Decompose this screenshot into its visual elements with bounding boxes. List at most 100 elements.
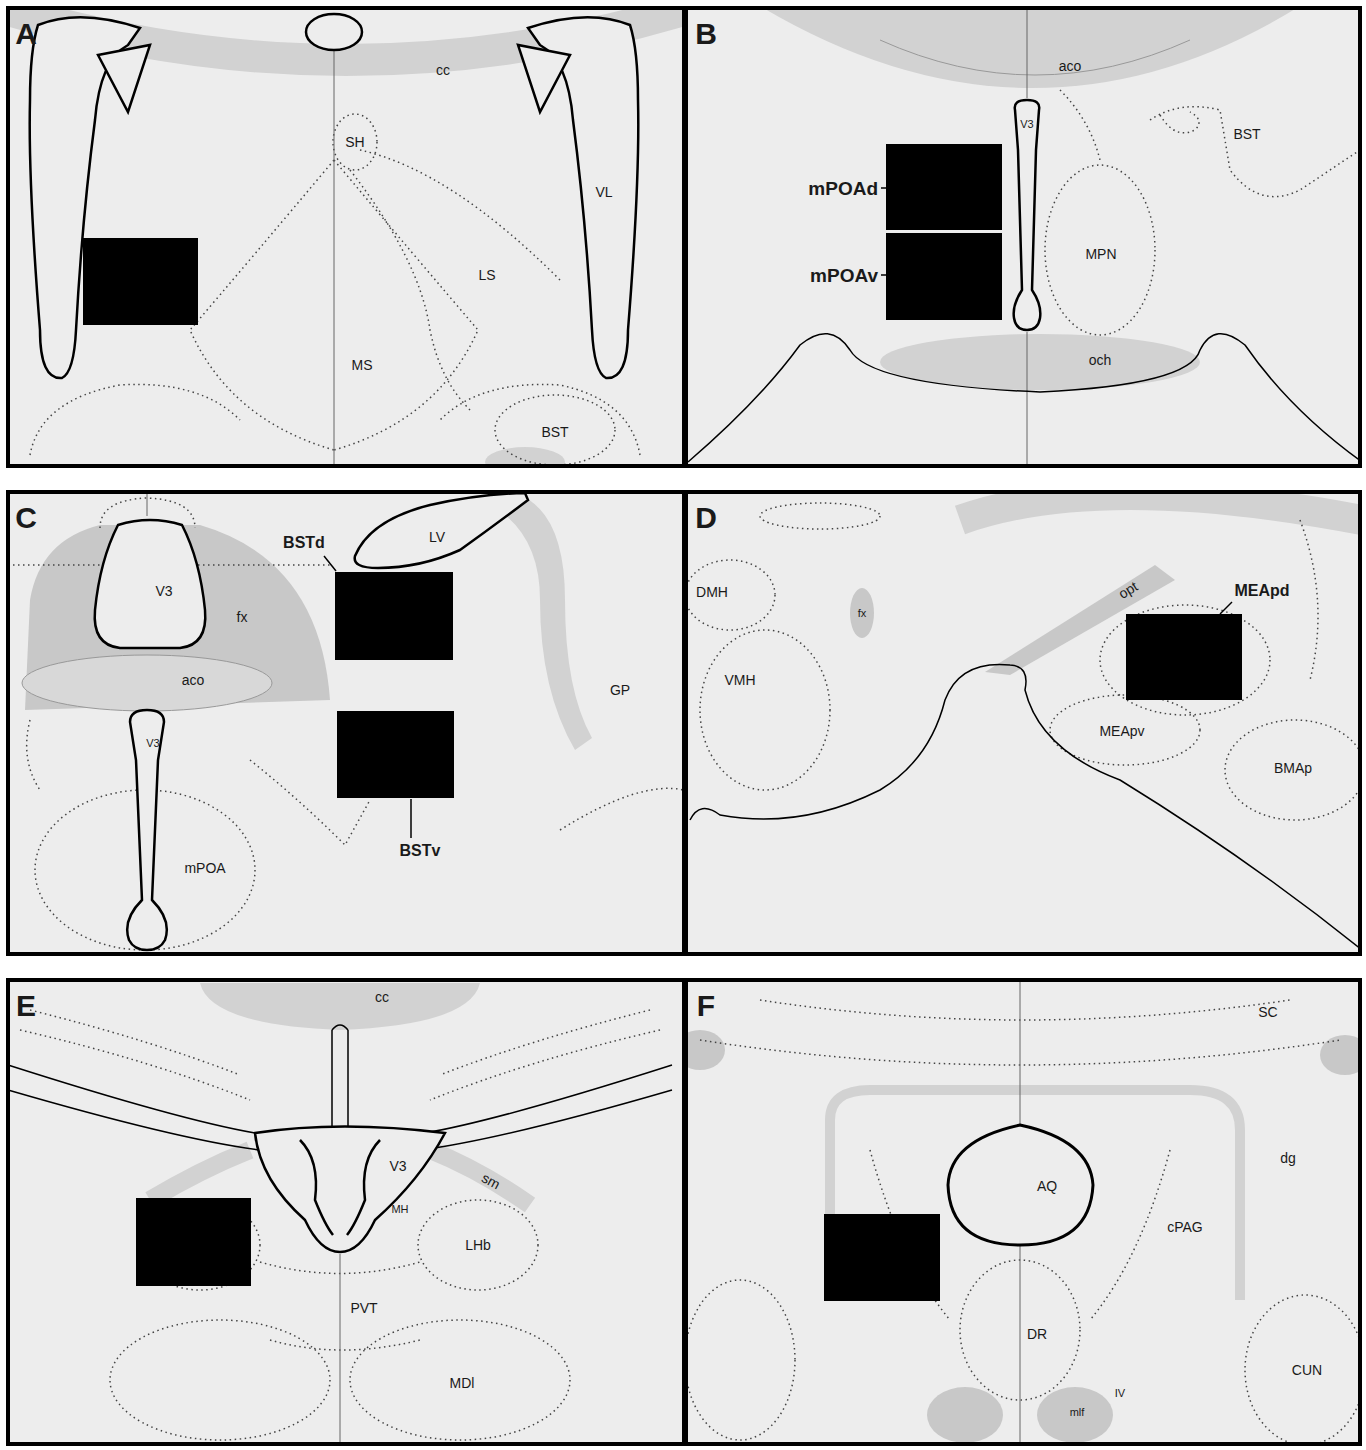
section-e bbox=[150, 1150, 250, 1200]
label-anchor: mPOAv bbox=[810, 266, 878, 285]
section-a bbox=[30, 384, 240, 455]
label-anchor: E bbox=[16, 991, 36, 1021]
section-f bbox=[760, 1000, 1290, 1020]
label-anchor: LHb bbox=[465, 1238, 491, 1252]
region-label: GP bbox=[610, 682, 630, 698]
ventricle-outline bbox=[30, 14, 639, 378]
leader-line bbox=[324, 556, 411, 838]
label-anchor: BST bbox=[541, 425, 568, 439]
atlas-panel: DDMHfxoptMEApdVMHMEApvBMAp bbox=[684, 490, 1362, 956]
section-a bbox=[8, 10, 684, 468]
label-anchor: cc bbox=[436, 63, 450, 77]
callout-label: MEApd bbox=[1234, 582, 1289, 599]
section-b bbox=[886, 144, 1002, 230]
label-anchor: A bbox=[15, 19, 37, 49]
section-c bbox=[22, 655, 272, 711]
leader-line bbox=[881, 188, 886, 275]
fiber-tract bbox=[22, 493, 592, 750]
label-anchor: LS bbox=[478, 268, 495, 282]
section-d bbox=[685, 560, 775, 630]
section-f bbox=[1090, 1150, 1170, 1320]
section-e bbox=[8, 1065, 255, 1133]
label-anchor: VL bbox=[595, 185, 612, 199]
section-c bbox=[324, 556, 336, 571]
label-anchor: sm bbox=[479, 1170, 502, 1191]
region-label: DR bbox=[1027, 1326, 1047, 1342]
region-label: LHb bbox=[465, 1237, 491, 1253]
label-anchor: PVT bbox=[350, 1301, 377, 1315]
label-anchor: MPN bbox=[1085, 247, 1116, 261]
panel-letter: F bbox=[697, 989, 715, 1022]
region-label: fx bbox=[858, 607, 867, 619]
section-d bbox=[850, 588, 874, 638]
section-e bbox=[332, 1025, 348, 1030]
ventricle-outline bbox=[1014, 100, 1041, 330]
section-a bbox=[98, 45, 150, 112]
section-a bbox=[495, 395, 615, 465]
section-a bbox=[334, 50, 335, 468]
atlas-panel: CBSTdLVV3fxacoGPV3mPOABSTv bbox=[6, 490, 686, 956]
fiber-tract bbox=[684, 1030, 1362, 1443]
section-d bbox=[700, 630, 830, 790]
section-d bbox=[1220, 602, 1232, 614]
label-anchor: mlf bbox=[1070, 1407, 1085, 1418]
section-b bbox=[1014, 100, 1041, 330]
label-anchor: SH bbox=[345, 135, 364, 149]
panel-letter: D bbox=[695, 501, 717, 534]
label-anchor: LV bbox=[429, 530, 445, 544]
label-anchor: MS bbox=[352, 358, 373, 372]
region-label: VL bbox=[595, 184, 612, 200]
region-label: fx bbox=[237, 609, 248, 625]
section-b bbox=[1027, 332, 1028, 468]
section-c bbox=[27, 720, 40, 790]
region-label: och bbox=[1089, 352, 1112, 368]
label-anchor: SC bbox=[1258, 1005, 1277, 1019]
section-e bbox=[430, 1030, 660, 1100]
region-boundary bbox=[685, 503, 1362, 820]
label-anchor: opt bbox=[1116, 579, 1140, 601]
fiber-tract bbox=[760, 6, 1300, 390]
callout-label: mPOAv bbox=[810, 265, 878, 286]
section-e bbox=[418, 1200, 538, 1290]
section-f bbox=[1320, 1035, 1362, 1075]
section-c bbox=[355, 493, 528, 568]
section-e bbox=[347, 1140, 380, 1235]
atlas-panel: BacoV3BSTmPOAdMPNmPOAvoch bbox=[684, 6, 1362, 468]
region-label: aco bbox=[1059, 58, 1082, 74]
section-c bbox=[127, 710, 167, 950]
label-anchor: CUN bbox=[1292, 1363, 1322, 1377]
region-boundary bbox=[685, 1000, 1362, 1445]
label-anchor: dg bbox=[1280, 1151, 1296, 1165]
region-label: V3 bbox=[389, 1158, 406, 1174]
region-boundary bbox=[1045, 90, 1360, 335]
section-e bbox=[420, 1090, 672, 1150]
region-label: BMAp bbox=[1274, 760, 1312, 776]
section-d bbox=[685, 495, 1362, 950]
section-e bbox=[255, 1127, 445, 1253]
label-anchor: BMAp bbox=[1274, 761, 1312, 775]
section-b bbox=[881, 187, 886, 189]
region-label: LV bbox=[429, 529, 445, 545]
region-label: MDl bbox=[450, 1375, 475, 1391]
section-e bbox=[440, 1010, 650, 1075]
section-e bbox=[340, 1254, 341, 1446]
ventricle-outline bbox=[95, 493, 528, 950]
region-label: AQ bbox=[1037, 1178, 1057, 1194]
brain-outline bbox=[688, 334, 1362, 462]
label-anchor: DR bbox=[1027, 1327, 1047, 1341]
section-e bbox=[430, 1150, 530, 1205]
section-f bbox=[685, 1280, 795, 1440]
section-e bbox=[8, 983, 672, 1446]
section-e bbox=[200, 983, 480, 1030]
punch-site bbox=[886, 144, 1002, 320]
section-d bbox=[960, 495, 1362, 520]
section-b bbox=[880, 40, 1190, 75]
region-label: IV bbox=[1115, 1387, 1125, 1399]
region-label: LS bbox=[478, 267, 495, 283]
section-e bbox=[425, 1065, 672, 1133]
section-a bbox=[333, 114, 377, 170]
label-anchor: fx bbox=[858, 608, 867, 619]
section-c bbox=[335, 572, 453, 660]
section-f bbox=[824, 1214, 940, 1301]
section-c bbox=[337, 711, 454, 798]
